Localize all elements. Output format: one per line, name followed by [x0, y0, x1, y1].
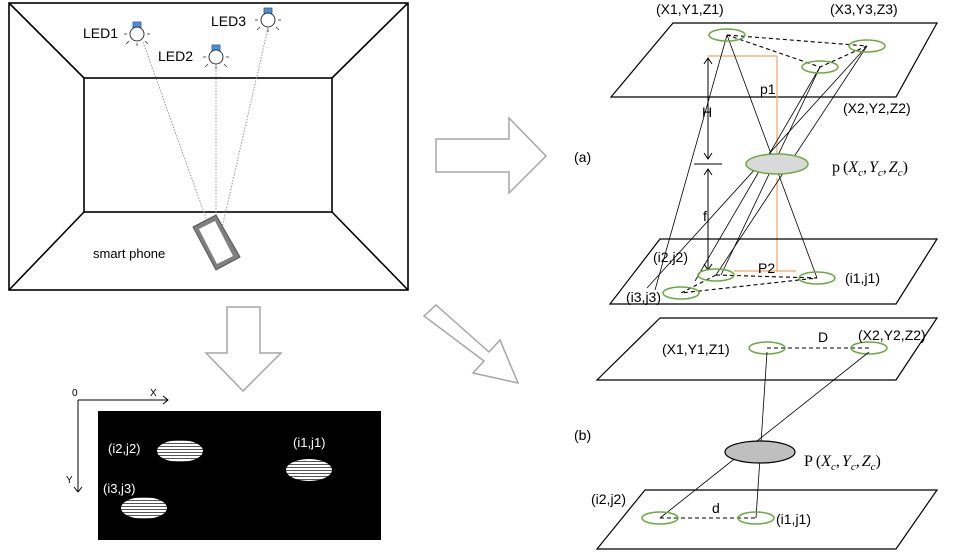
arrow-down-icon: [204, 306, 283, 393]
led-triangle: [726, 34, 868, 68]
axis-y-label: Y: [66, 475, 73, 486]
led-spot-ring: [848, 39, 886, 53]
led-spot-ring: [850, 341, 888, 355]
p1-label: p1: [760, 81, 776, 97]
led2-icon: [203, 44, 229, 69]
height-dimension: [694, 57, 722, 165]
focal-label: f: [703, 208, 707, 224]
height-label: H: [702, 104, 712, 120]
led3-icon: [255, 7, 281, 32]
arrow-diagonal-icon: [422, 303, 520, 385]
smartphone-icon: [192, 214, 241, 271]
ceiling-plane: [595, 317, 939, 381]
light-spot: [286, 459, 332, 481]
led3-coord-label: (X3,Y3,Z3): [830, 1, 898, 17]
axis-origin-label: 0: [72, 388, 78, 399]
image-spot-ring: [798, 271, 836, 285]
spot-label: (i3,j3): [103, 481, 136, 496]
led2-coord-label: (X2,Y2,Z2): [843, 100, 911, 116]
led3-label: LED3: [211, 13, 246, 29]
arrow-right-icon: [435, 116, 548, 195]
led1-coord-label: (X1,Y1,Z1): [662, 341, 730, 357]
image-spot-ring: [662, 286, 700, 300]
spot1-coord-label: (i1,j1): [845, 270, 880, 286]
spot1-coord-label: (i1,j1): [776, 511, 811, 527]
spot-label: (i2,j2): [108, 441, 141, 456]
image-spot-ring: [737, 511, 775, 525]
led-spot-ring: [801, 60, 839, 74]
room-box: [8, 2, 409, 291]
distance-d-label: d: [712, 500, 720, 516]
lens-icon: [724, 440, 796, 464]
led2-coord-label: (X2,Y2,Z2): [858, 327, 926, 343]
sensor-plane: [595, 489, 939, 550]
axis-x-label: X: [150, 388, 157, 399]
image-sensor-frame: [98, 411, 381, 540]
led2-label: LED2: [158, 48, 193, 64]
led1-label: LED1: [83, 25, 118, 41]
projection-line: [708, 55, 796, 272]
lens-position-label: p(Xc,Yc,Zc): [832, 159, 908, 179]
phone-label: smart phone: [93, 246, 165, 261]
spot2-coord-label: (i2,j2): [591, 491, 626, 507]
spot-triangle: [680, 274, 818, 294]
light-spot: [157, 440, 203, 462]
led-spot-ring: [708, 28, 746, 42]
spot-label: (i1,j1): [293, 435, 326, 450]
lens-icon: [745, 153, 809, 175]
p2-label: P2: [758, 260, 775, 276]
sensor-plane: [608, 238, 939, 305]
led1-coord-label: (X1,Y1,Z1): [656, 1, 724, 17]
sensor-axes: [73, 395, 169, 493]
image-spot-ring: [697, 268, 735, 282]
lens-position-label: P(Xc,Yc,Zc): [804, 453, 881, 473]
distance-D-label: D: [818, 329, 828, 345]
led-rays: [142, 27, 269, 233]
spot3-coord-label: (i3,j3): [626, 289, 661, 305]
panel-b-tag: (b): [574, 427, 591, 443]
led1-icon: [124, 21, 150, 46]
image-spot-ring: [641, 511, 679, 525]
light-spot: [121, 497, 167, 519]
spot2-coord-label: (i2,j2): [653, 249, 688, 265]
panel-a-tag: (a): [574, 149, 591, 165]
